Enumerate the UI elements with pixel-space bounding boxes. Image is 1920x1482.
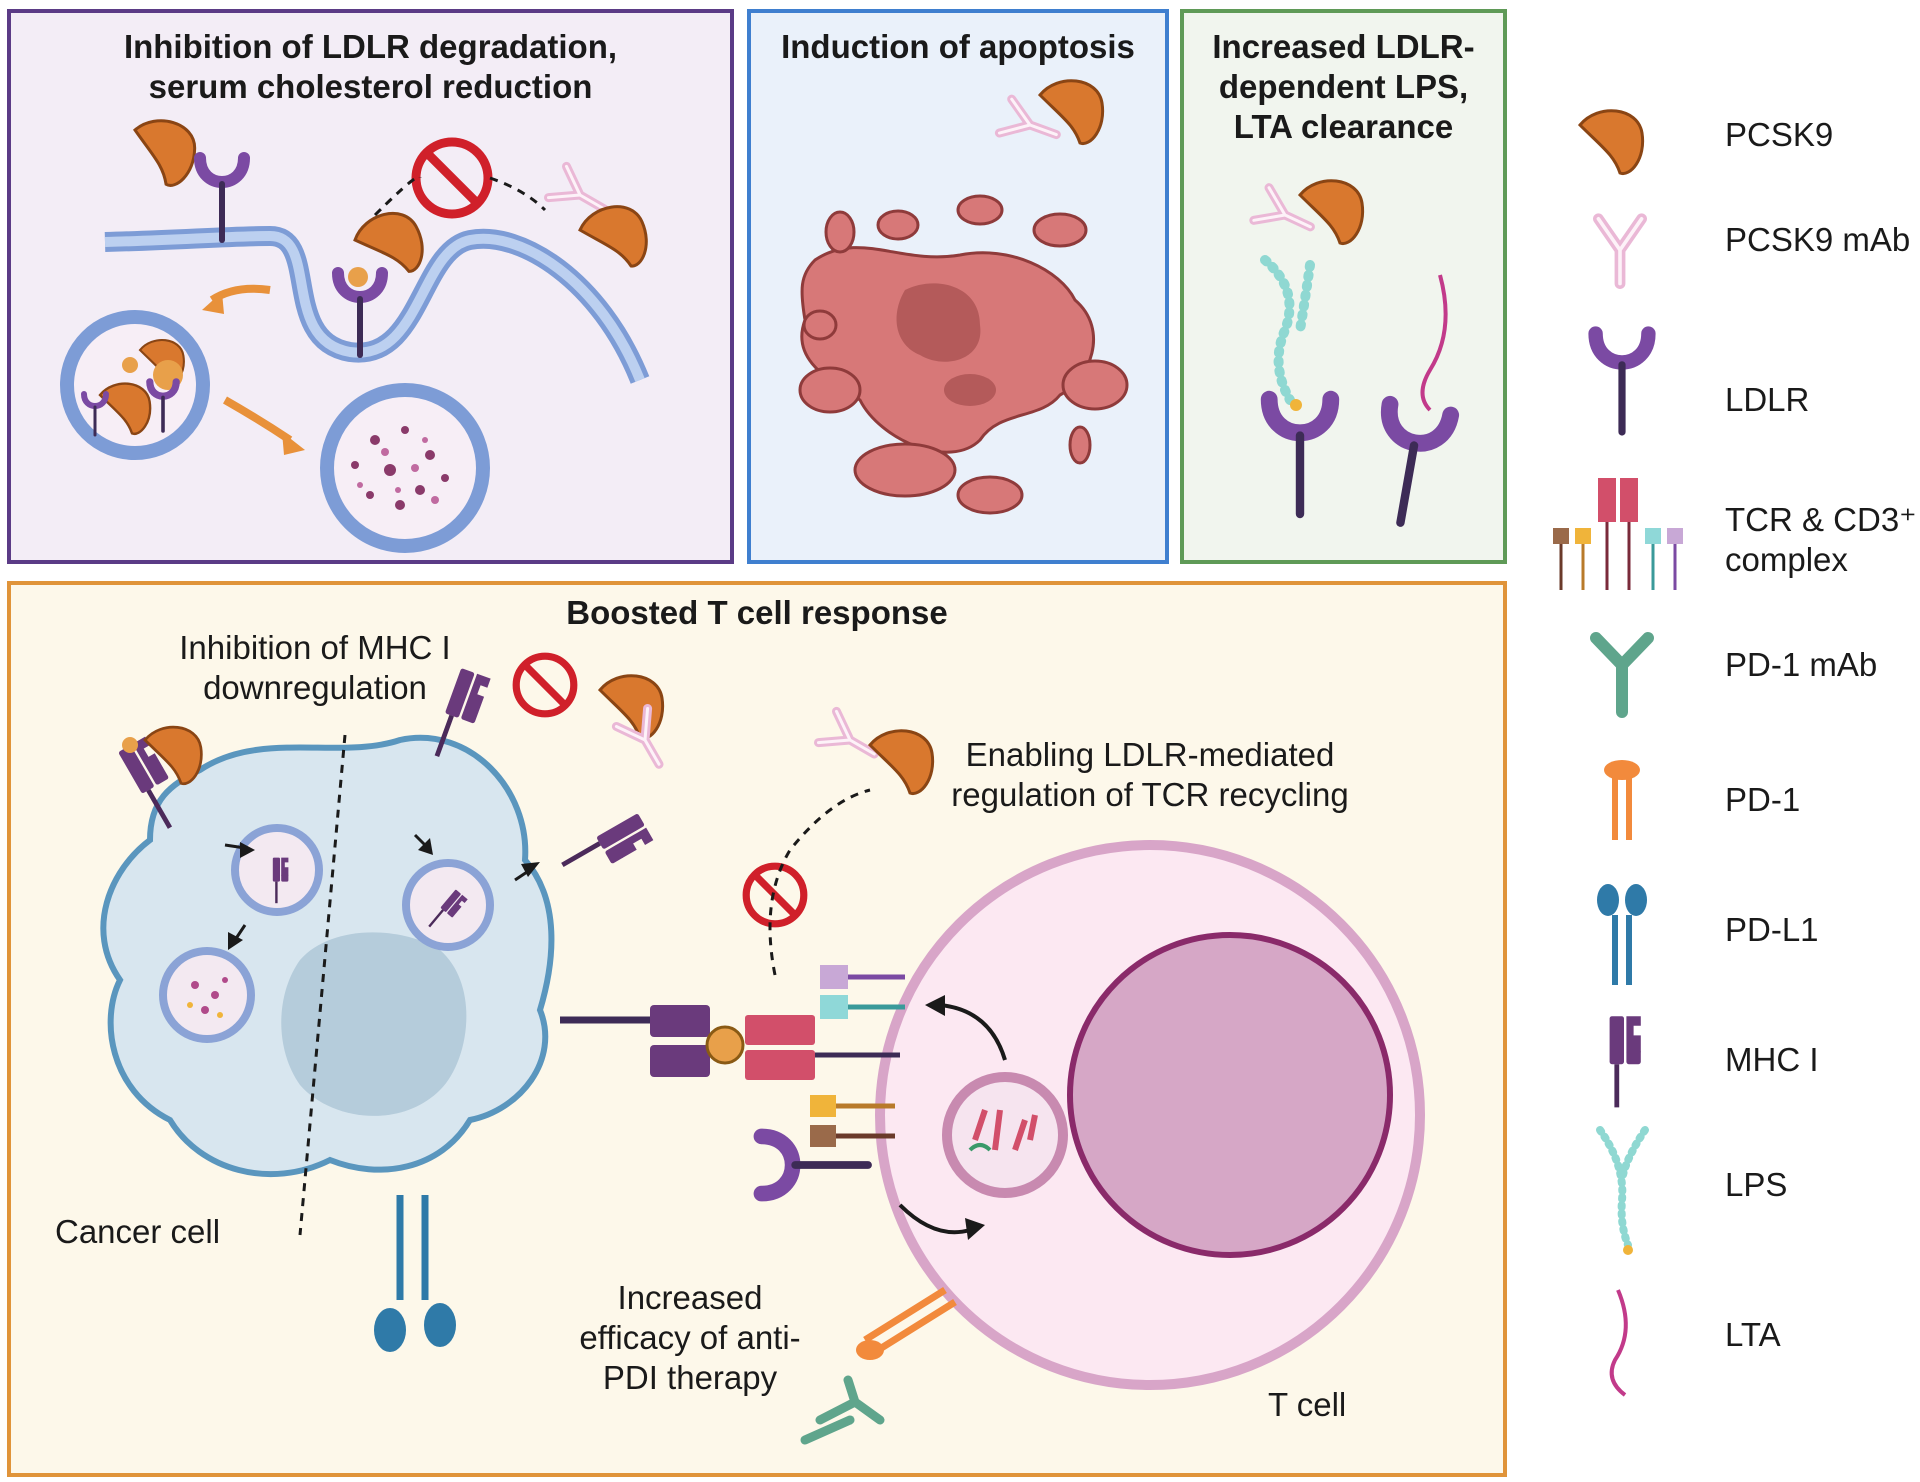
pcsk9-icon <box>1578 109 1645 176</box>
legend-label-lps: LPS <box>1725 1166 1788 1203</box>
apoptosis-art <box>798 79 1129 515</box>
cancer-cell-label: Cancer cell <box>55 1213 221 1250</box>
legend-label-tcr-cd3: TCR & CD3⁺ complex <box>1725 501 1917 578</box>
tcr-recycling-label: Enabling LDLR-mediated regulation of TCR… <box>951 736 1349 813</box>
t-cell-label: T cell <box>1268 1386 1347 1423</box>
apoptosis-title: Induction of apoptosis <box>781 28 1135 65</box>
clearance-title: Increased LDLR- dependent LPS, LTA clear… <box>1212 28 1475 145</box>
t-cell-response-title: Boosted T cell response <box>566 594 948 631</box>
legend-label-pd1-mab: PD-1 mAb <box>1725 646 1878 683</box>
anti-pd1-therapy-label: Increased efficacy of anti- PDI therapy <box>579 1279 801 1396</box>
mhc-downregulation-label: Inhibition of MHC I downregulation <box>179 629 451 706</box>
clearance-panel: Increased LDLR- dependent LPS, LTA clear… <box>1180 9 1507 564</box>
legend-label-pcsk9: PCSK9 <box>1725 116 1834 153</box>
ldlr-degradation-title: Inhibition of LDLR degradation, serum ch… <box>123 28 618 105</box>
tcr-cd3-complex-icon <box>1553 478 1683 590</box>
pd1-mab-icon <box>1590 632 1654 718</box>
lps-icon <box>1596 1126 1649 1255</box>
ldlr-degradation-art <box>60 114 655 553</box>
legend-label-pdl1: PD-L1 <box>1725 911 1819 948</box>
legend-label-ldlr: LDLR <box>1725 381 1810 418</box>
legend-label-pd1: PD-1 <box>1725 781 1801 818</box>
lta-icon <box>1609 1289 1628 1397</box>
ldlr-icon <box>1596 334 1649 432</box>
pdl1-icon <box>1597 884 1647 985</box>
mhc-i-icon <box>1610 1016 1641 1107</box>
pd1-icon <box>1604 760 1640 840</box>
clearance-art <box>1254 179 1451 528</box>
legend-label-mhc-i: MHC I <box>1725 1041 1819 1078</box>
t-cell-art <box>100 656 1425 1445</box>
pcsk9-mab-icon <box>1598 219 1641 284</box>
legend-label-lta: LTA <box>1725 1316 1781 1353</box>
legend-icons <box>1553 109 1683 1397</box>
legend-label-pcsk9-mab: PCSK9 mAb <box>1725 221 1911 258</box>
